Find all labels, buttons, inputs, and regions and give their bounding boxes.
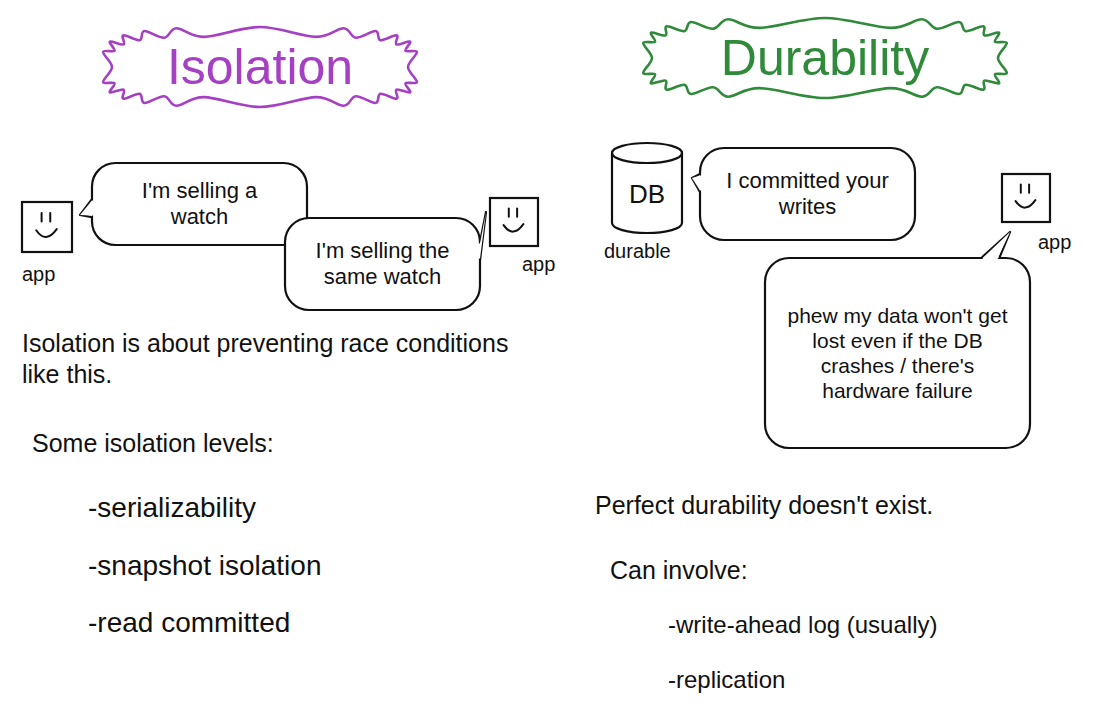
app-icon-shape xyxy=(20,200,74,254)
note-text: Can involve: xyxy=(610,555,748,586)
list-item: -read committed xyxy=(88,605,290,640)
speech-bubble-shape xyxy=(765,258,1030,448)
node-body: DB xyxy=(612,143,682,233)
node-body: I'm selling the same watch xyxy=(285,218,480,310)
bubble-tail-joint xyxy=(692,175,703,190)
app-icon: app xyxy=(1000,172,1052,224)
list-item: -write-ahead log (usually) xyxy=(668,610,937,640)
bubble-outline xyxy=(285,218,480,310)
app-square xyxy=(1002,174,1050,222)
app-label: app xyxy=(522,252,555,276)
app-label: app xyxy=(1038,230,1071,254)
bubble-outline xyxy=(765,258,1030,448)
wavy-outline xyxy=(643,18,1007,98)
cylinder-rim xyxy=(612,153,682,163)
app-icon: app xyxy=(488,196,540,248)
bubble-outline xyxy=(92,163,307,245)
app-label: app xyxy=(22,262,55,286)
app-eye xyxy=(508,208,510,216)
node-body xyxy=(20,200,74,254)
database-name: DB xyxy=(629,179,665,210)
heading-cloud: Durability xyxy=(640,16,1010,100)
heading-cloud: Isolation xyxy=(100,25,420,109)
bubble-text: I committed your writes xyxy=(718,168,897,221)
heading-text: Isolation xyxy=(167,37,353,97)
wavy-outline xyxy=(103,27,417,107)
heading-text: Durability xyxy=(721,28,929,88)
bubble-tail xyxy=(480,212,486,260)
app-eye xyxy=(49,213,51,222)
list-item: -replication xyxy=(668,665,785,695)
note-text: Perfect durability doesn't exist. xyxy=(595,490,933,521)
app-smile xyxy=(36,229,57,237)
note-text: Isolation is about preventing race condi… xyxy=(22,328,542,391)
speech-bubble: phew my data won't get lost even if the … xyxy=(765,258,1030,448)
app-square xyxy=(490,198,538,246)
node-body xyxy=(1000,172,1052,224)
app-square xyxy=(22,202,72,252)
bubble-text: phew my data won't get lost even if the … xyxy=(783,303,1012,404)
app-smile xyxy=(504,224,524,232)
node-body xyxy=(488,196,540,248)
app-eye xyxy=(516,208,518,216)
bubble-text: I'm selling a watch xyxy=(110,178,289,231)
app-icon-shape xyxy=(488,196,540,248)
speech-bubble: I'm selling a watch xyxy=(92,163,307,245)
cylinder-body xyxy=(612,143,682,233)
list-item: -serializability xyxy=(88,490,256,525)
node-body: Durability xyxy=(640,16,1010,100)
node-body: phew my data won't get lost even if the … xyxy=(765,258,1030,448)
app-eye xyxy=(41,213,43,222)
node-body: I'm selling a watch xyxy=(92,163,307,245)
app-eye xyxy=(1020,184,1022,192)
database-cylinder: DBdurable xyxy=(612,143,682,233)
list-item: -snapshot isolation xyxy=(88,548,321,583)
app-icon-shape xyxy=(1000,172,1052,224)
app-eye xyxy=(1028,184,1030,192)
bubble-tail-joint xyxy=(983,232,1010,261)
bubble-tail-joint xyxy=(477,212,486,259)
bubble-outline xyxy=(700,148,915,240)
node-body: Isolation xyxy=(100,25,420,109)
bubble-text: I'm selling the same watch xyxy=(303,238,462,291)
bubble-tail-joint xyxy=(80,201,95,216)
speech-bubble: I committed your writes xyxy=(700,148,915,240)
note-text: Some isolation levels: xyxy=(32,428,274,459)
database-label: durable xyxy=(604,239,671,263)
app-smile xyxy=(1016,200,1036,208)
speech-bubble: I'm selling the same watch xyxy=(285,218,480,310)
app-icon: app xyxy=(20,200,74,254)
node-body: I committed your writes xyxy=(700,148,915,240)
